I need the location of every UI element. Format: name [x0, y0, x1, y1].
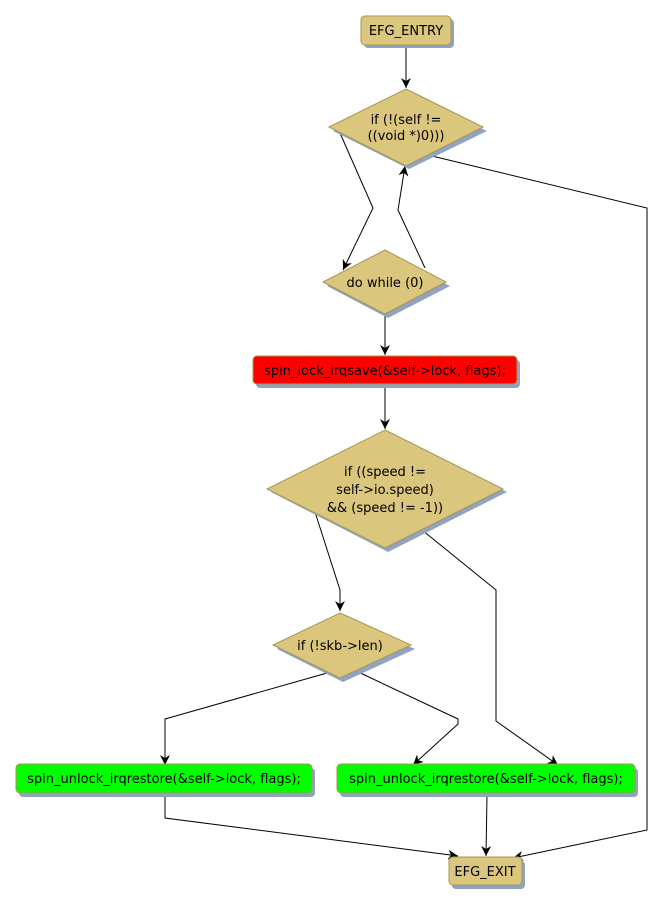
- unlock-right-box: [336, 763, 636, 794]
- check-speed-line-1: if ((speed !=: [344, 465, 426, 480]
- check-speed-line-2: self->io.speed): [336, 483, 434, 498]
- node-do-while: do while (0): [321, 249, 450, 318]
- check-self-line-2: ((void *)0))): [368, 129, 445, 144]
- unlock-left-label: spin_unlock_irqrestore(&self->lock, flag…: [27, 772, 301, 787]
- edge-check-len-to-unlock-left: [160, 672, 328, 765]
- do-while-label: do while (0): [347, 276, 424, 291]
- edge-check-speed-to-unlock-right: [421, 529, 559, 766]
- edge-unlock-left-to-exit: [164, 795, 459, 860]
- check-speed-diamond: [265, 429, 505, 549]
- edge-do-while-to-check-self: [397, 165, 426, 269]
- node-check-speed: if ((speed != self->io.speed) && (speed …: [265, 429, 507, 552]
- exit-label: EFG_EXIT: [454, 865, 515, 880]
- lock-label: spin_lock_irqsave(&self->lock, flags);: [264, 364, 506, 379]
- edges: [160, 46, 648, 861]
- check-self-diamond: [327, 88, 485, 167]
- edge-check-self-to-exit: [431, 155, 648, 861]
- unlock-left-box: [15, 763, 313, 794]
- edge-unlock-right-to-exit: [481, 794, 492, 857]
- edge-check-len-to-unlock-right: [355, 670, 459, 766]
- check-len-diamond: [271, 612, 413, 679]
- lock-box: [252, 355, 518, 385]
- do-while-diamond: [321, 249, 448, 315]
- node-check-self: if (!(self != ((void *)0))): [327, 88, 487, 169]
- check-len-label: if (!skb->len): [297, 639, 383, 654]
- check-self-line-1: if (!(self !=: [371, 113, 442, 128]
- node-unlock-left: spin_unlock_irqrestore(&self->lock, flag…: [15, 763, 315, 797]
- exit-box: [448, 856, 523, 886]
- node-entry: EFG_ENTRY: [360, 15, 454, 48]
- entry-label: EFG_ENTRY: [369, 24, 443, 39]
- unlock-right-label: spin_unlock_irqrestore(&self->lock, flag…: [349, 772, 623, 787]
- node-lock: spin_lock_irqsave(&self->lock, flags);: [252, 355, 520, 388]
- entry-box: [360, 15, 452, 46]
- node-exit: EFG_EXIT: [448, 856, 525, 889]
- check-speed-line-3: && (speed != -1)): [327, 501, 443, 516]
- edge-check-speed-to-check-len: [314, 511, 345, 611]
- node-check-len: if (!skb->len): [271, 612, 415, 682]
- node-unlock-right: spin_unlock_irqrestore(&self->lock, flag…: [336, 763, 638, 797]
- edge-check-self-to-do-while: [339, 132, 374, 271]
